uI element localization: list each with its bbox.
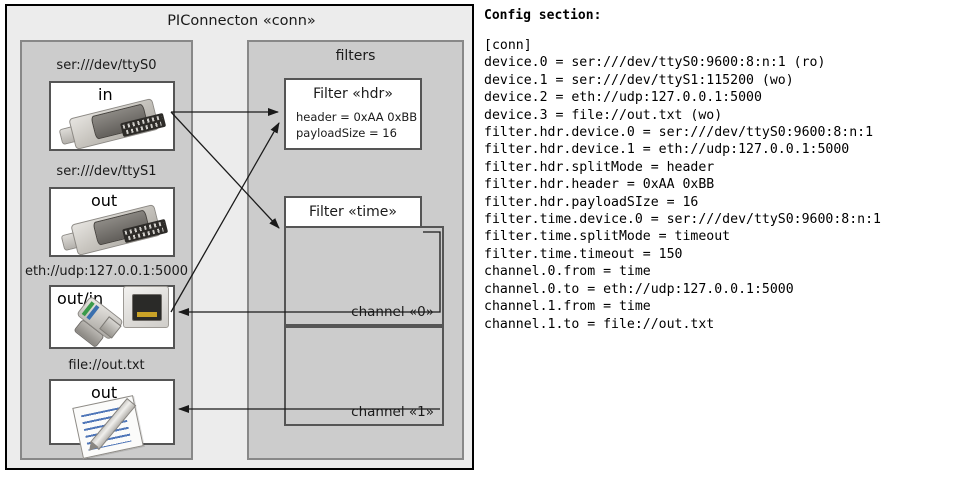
serial-port-icon	[60, 198, 169, 261]
device-label-file: file://out.txt	[68, 358, 145, 373]
page-title: PIConnecton «conn»	[167, 13, 316, 29]
config-section: Config section: [conn] device.0 = ser://…	[484, 8, 960, 378]
device-box-eth[interactable]: out/in	[49, 285, 175, 349]
filter-title-hdr: Filter «hdr»	[313, 86, 393, 102]
device-direction-file: out	[91, 383, 118, 402]
config-text: [conn] device.0 = ser:///dev/ttyS0:9600:…	[484, 38, 881, 332]
channel-label-0: channel «0»	[351, 304, 434, 320]
connector-outer-frame: PIConnecton «conn» ser:///dev/ttyS0 in s…	[5, 4, 474, 470]
device-box-ttys0[interactable]: in	[49, 81, 175, 151]
device-label-eth: eth://udp:127.0.0.1:5000	[24, 264, 189, 279]
filter-box-hdr[interactable]: Filter «hdr» header = 0xAA 0xBB payloadS…	[284, 78, 422, 150]
text-file-icon	[72, 395, 159, 459]
device-direction-ttys0: in	[98, 85, 113, 104]
filter-attr-hdr-header: header = 0xAA 0xBB	[296, 110, 418, 124]
config-heading: Config section:	[484, 8, 602, 23]
device-label-ttys0: ser:///dev/ttyS0	[56, 58, 157, 73]
channel-label-1: channel «1»	[351, 404, 434, 420]
device-label-ttys1: ser:///dev/ttyS1	[56, 164, 157, 179]
ethernet-plug-icon	[73, 286, 169, 349]
serial-port-icon	[58, 92, 167, 155]
filters-panel-title: filters	[335, 48, 376, 64]
device-box-ttys1[interactable]: out	[49, 187, 175, 257]
device-box-file[interactable]: out	[49, 379, 175, 459]
device-direction-ttys1: out	[91, 191, 118, 210]
filter-attr-hdr-payloadsize: payloadSize = 16	[296, 126, 397, 140]
filter-title-time: Filter «time»	[309, 204, 397, 220]
channel-box-1[interactable]: channel «1»	[284, 326, 444, 426]
channel-box-0[interactable]: channel «0»	[284, 226, 444, 326]
